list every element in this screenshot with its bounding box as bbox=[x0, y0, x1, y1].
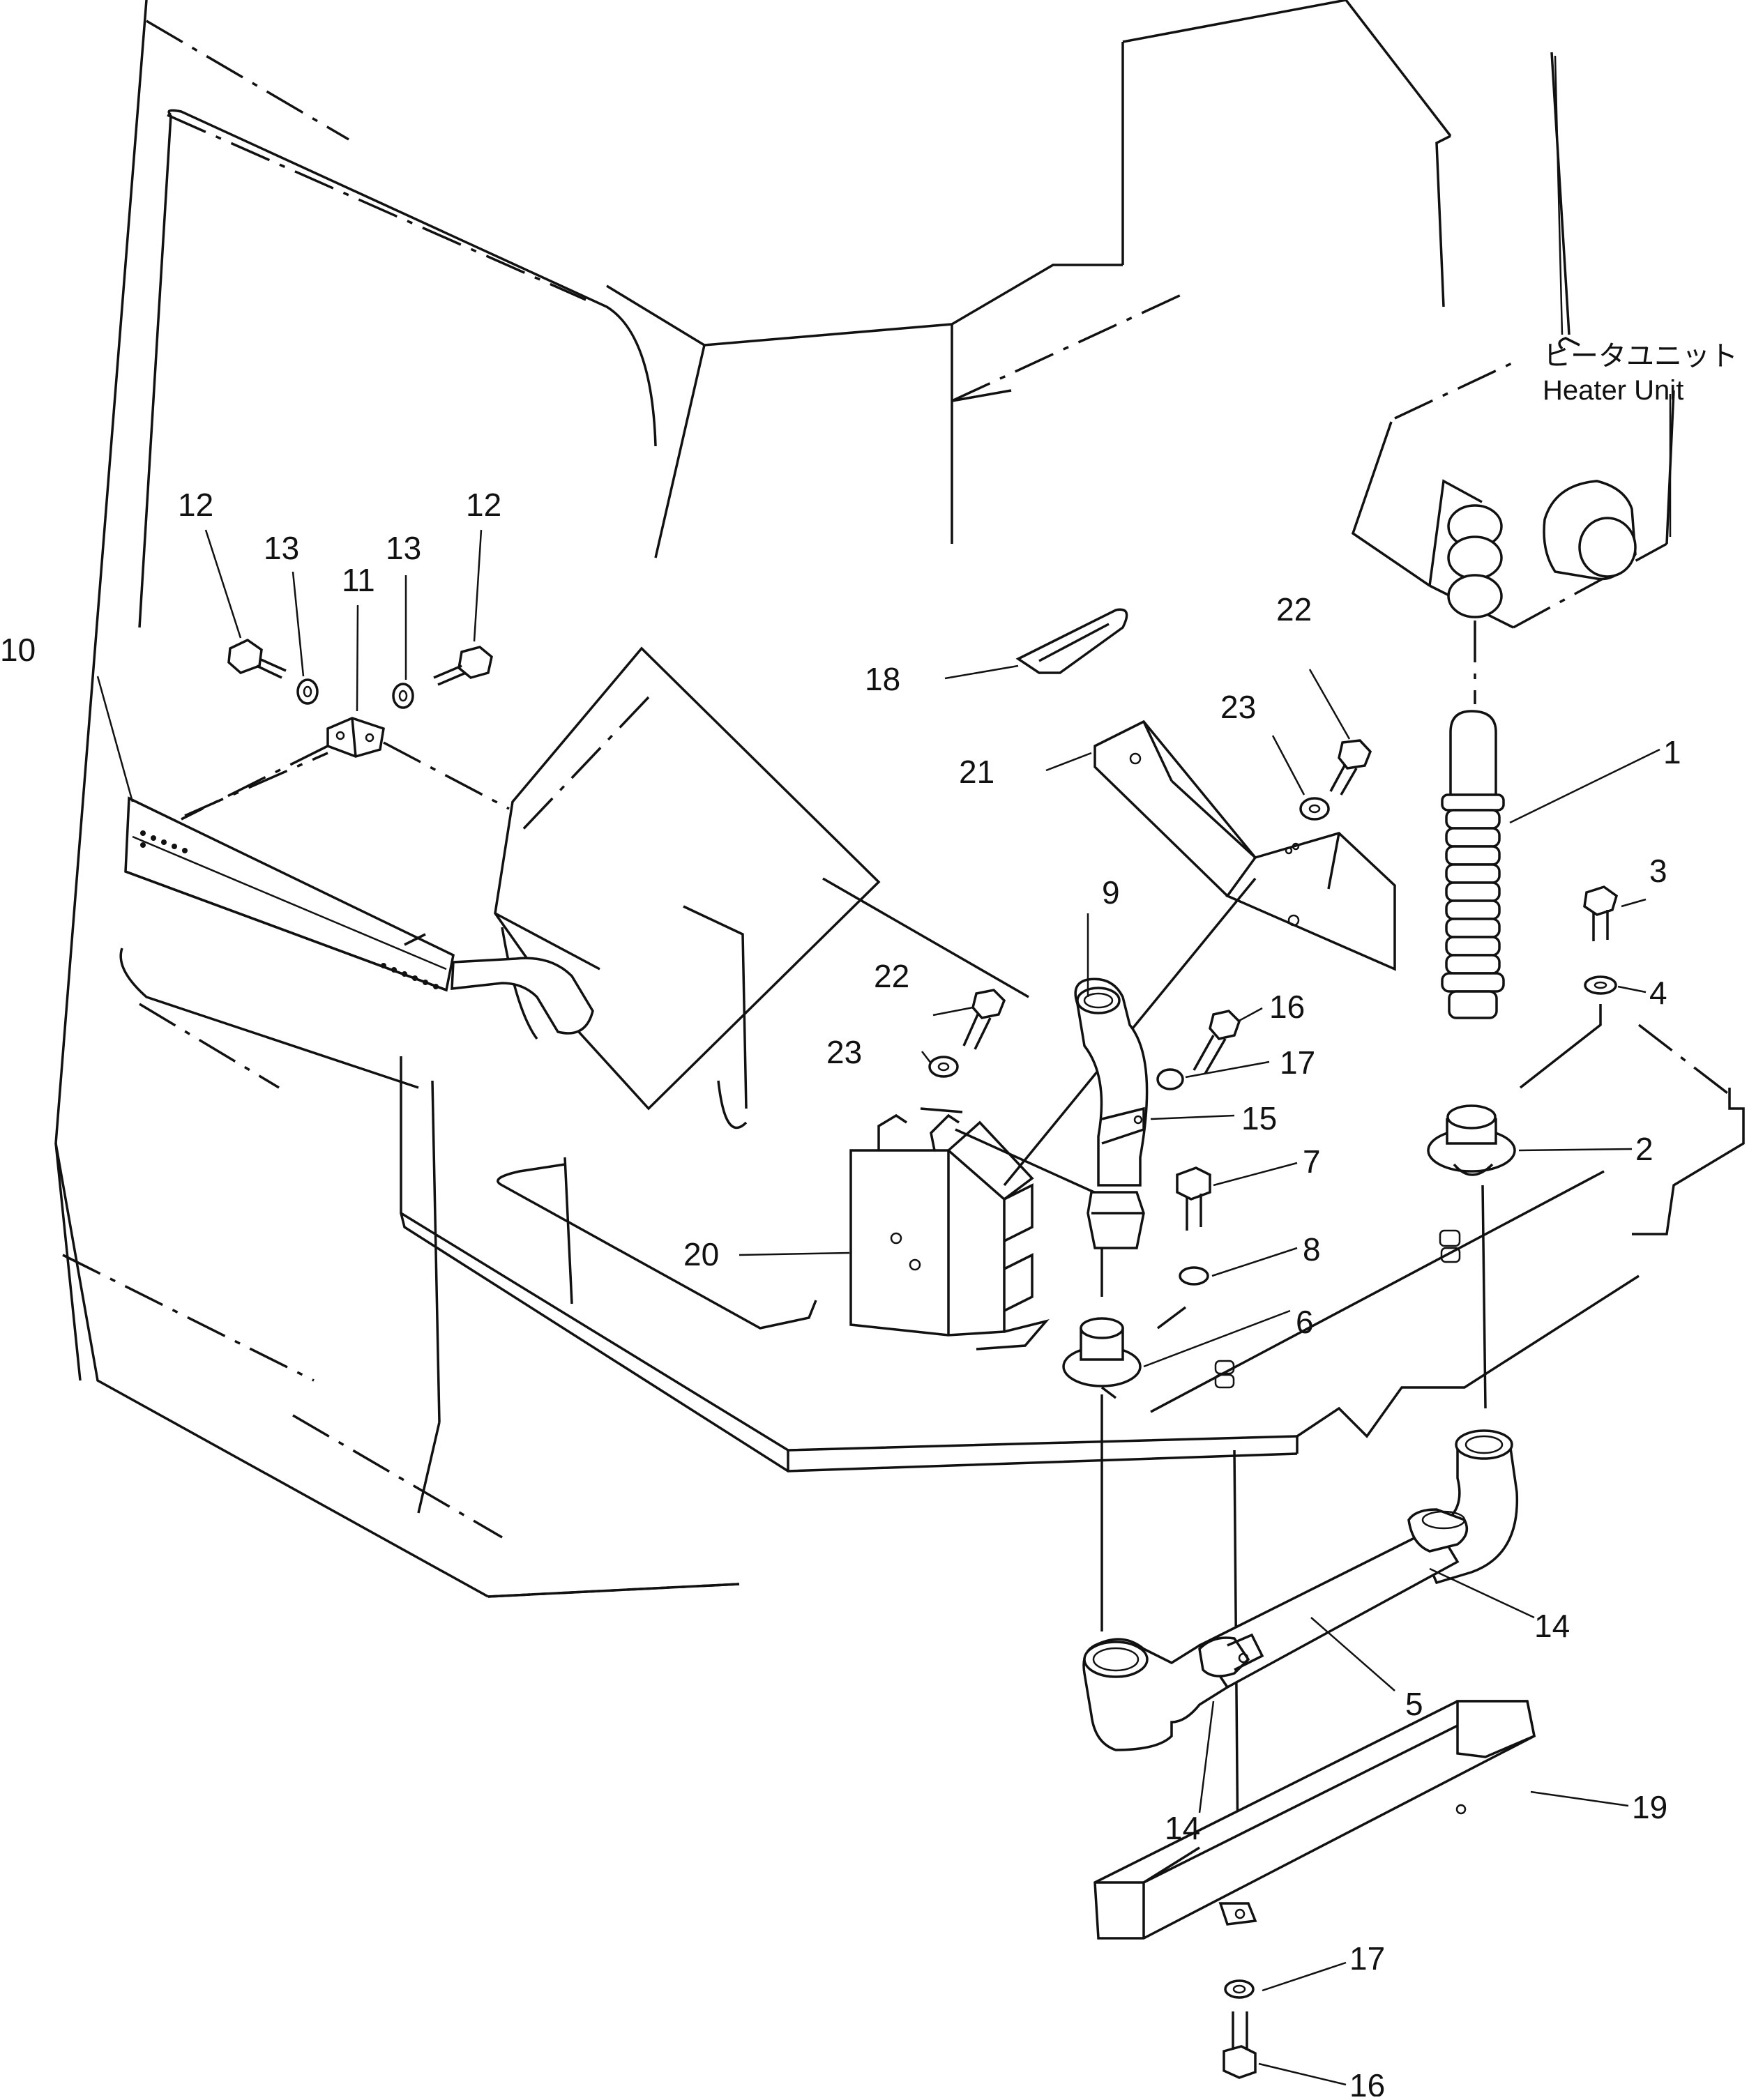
callout-17a: 17 bbox=[1280, 1044, 1315, 1081]
callout-9: 9 bbox=[1102, 874, 1120, 911]
part-13-washer-right-hole bbox=[398, 690, 408, 702]
part-4-washer-hole bbox=[1594, 981, 1607, 989]
callout-8: 8 bbox=[1303, 1231, 1321, 1268]
part-3-bolt bbox=[1583, 885, 1619, 941]
part-14-clamp-right bbox=[1407, 1508, 1469, 1553]
part-22-bolt-right bbox=[1329, 739, 1372, 796]
part-17-washer-lower bbox=[1224, 1979, 1255, 1999]
part-23-washer-right-hole bbox=[1308, 804, 1321, 814]
part-13-washer-left-hole bbox=[303, 685, 312, 698]
callout-7: 7 bbox=[1303, 1143, 1321, 1180]
part-11-bracket bbox=[181, 717, 510, 821]
callout-18: 18 bbox=[865, 661, 900, 697]
part-9-elbow-pipe bbox=[1074, 977, 1149, 1297]
part-4-washer bbox=[1584, 975, 1617, 995]
part-16-bolt-upper bbox=[1193, 1010, 1241, 1074]
callout-5: 5 bbox=[1405, 1686, 1423, 1722]
callout-23a: 23 bbox=[826, 1034, 862, 1070]
part-16-bolt-lower bbox=[1223, 2011, 1257, 2079]
callout-21: 21 bbox=[959, 754, 994, 790]
leader-lines bbox=[96, 55, 1672, 2086]
part-1-corrugated-hose bbox=[1441, 621, 1505, 1019]
part-5-heater-pipe bbox=[1082, 1429, 1519, 1751]
part-8-washer bbox=[1179, 1266, 1209, 1286]
callout-3: 3 bbox=[1649, 853, 1667, 889]
floor-clip-center bbox=[1214, 1360, 1235, 1389]
part-17-washer-upper bbox=[1156, 1068, 1184, 1090]
part-13-washer-right bbox=[392, 683, 414, 709]
part-12-bolt-right bbox=[433, 646, 493, 686]
callout-13b: 13 bbox=[386, 530, 421, 566]
part-20-lower-bracket bbox=[849, 1107, 1103, 1350]
callout-20: 20 bbox=[683, 1236, 719, 1272]
callout-13a: 13 bbox=[264, 530, 299, 566]
callout-19: 19 bbox=[1632, 1789, 1667, 1825]
part-21-upper-bracket bbox=[1003, 720, 1396, 1187]
part-23-washer-left-hole bbox=[937, 1062, 950, 1072]
callout-6: 6 bbox=[1296, 1304, 1314, 1340]
part-6-to-8-guide bbox=[1156, 1306, 1187, 1330]
center-shroud bbox=[494, 646, 1029, 1129]
callout-22a: 22 bbox=[874, 958, 909, 994]
part-22-bolt-left bbox=[962, 989, 1006, 1050]
part-15-clamp bbox=[1101, 1106, 1145, 1145]
callout-16a: 16 bbox=[1269, 989, 1305, 1025]
floor-clip-right bbox=[1439, 1229, 1461, 1263]
heater-unit-label-jp: ヒータユニット bbox=[1543, 341, 1738, 372]
part-10-front-duct bbox=[124, 752, 594, 1035]
part-7-bolt bbox=[1176, 1166, 1211, 1231]
callout-10: 10 bbox=[0, 632, 36, 668]
part-19-pipe-cover bbox=[1093, 1700, 1536, 1940]
part-14-clamp-left bbox=[1198, 1633, 1264, 1677]
part-23-washer-left bbox=[928, 1056, 959, 1078]
callout-4: 4 bbox=[1649, 975, 1667, 1011]
callout-14a: 14 bbox=[1534, 1608, 1570, 1644]
callout-16b: 16 bbox=[1349, 2067, 1385, 2097]
part-6-flange bbox=[1062, 1317, 1142, 1631]
part-12-bolt-left bbox=[227, 638, 287, 679]
heater-unit-label-en: Heater Unit bbox=[1543, 375, 1683, 406]
callout-15: 15 bbox=[1241, 1100, 1277, 1136]
part-13-washer-left bbox=[296, 678, 319, 705]
part-4-to-2-guide bbox=[1519, 1004, 1602, 1089]
callout-17b: 17 bbox=[1349, 1940, 1385, 1977]
part-18-clip bbox=[1015, 608, 1128, 674]
callout-11: 11 bbox=[342, 562, 375, 598]
callout-14b: 14 bbox=[1165, 1810, 1200, 1846]
part-23-washer-right bbox=[1299, 797, 1330, 821]
callout-23b: 23 bbox=[1220, 689, 1256, 725]
cab-body bbox=[54, 0, 1570, 1598]
callout-12b: 12 bbox=[466, 487, 501, 523]
callout-1: 1 bbox=[1663, 734, 1681, 770]
heater-unit bbox=[1351, 337, 1675, 629]
floor-plate bbox=[400, 1024, 1745, 1473]
part-17-washer-lower-hole bbox=[1232, 1984, 1246, 1994]
callout-numbers: 1 2 3 4 5 6 7 8 9 10 11 12 12 13 13 14 1… bbox=[0, 487, 1681, 2100]
callout-2: 2 bbox=[1635, 1131, 1653, 1167]
callout-12a: 12 bbox=[178, 487, 213, 523]
part-2-flange bbox=[1427, 1104, 1516, 1409]
callout-22b: 22 bbox=[1276, 591, 1312, 627]
